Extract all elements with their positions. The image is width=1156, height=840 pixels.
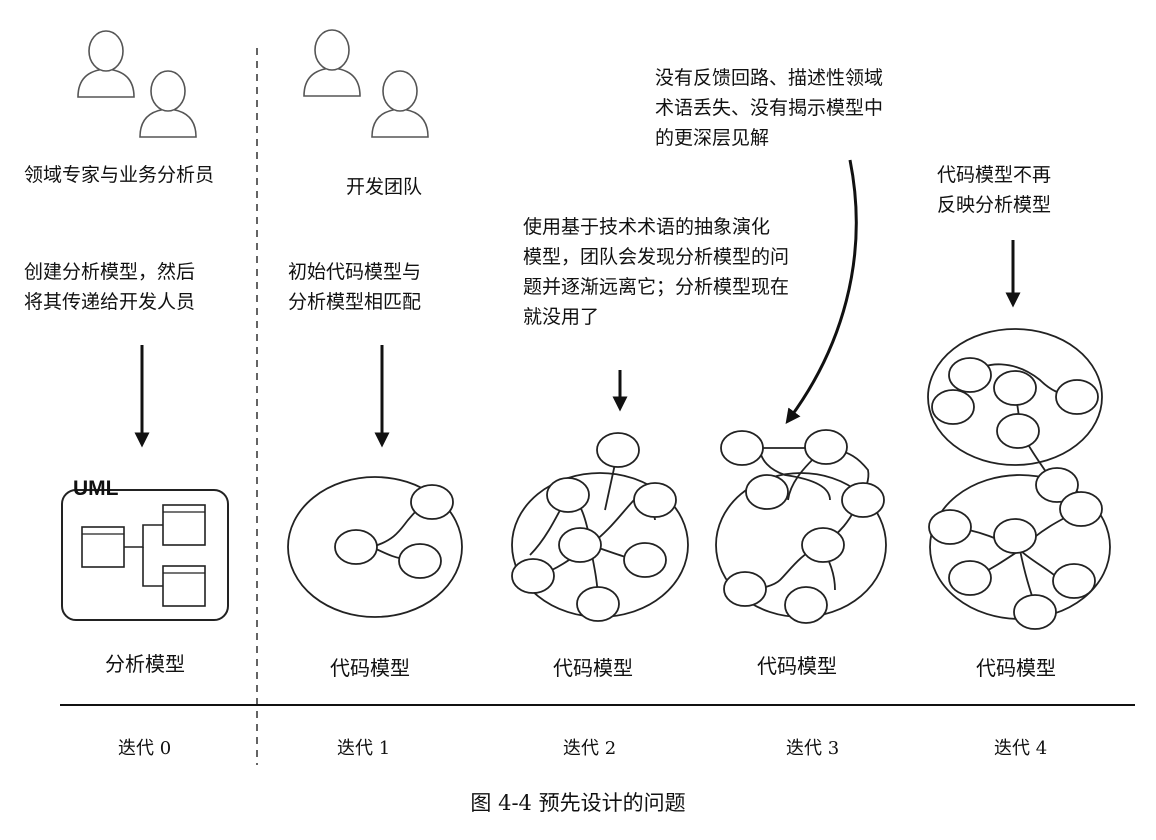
iteration-description: 创建分析模型，然后 将其传递给开发人员 — [24, 261, 196, 313]
curved-arrow — [785, 159, 858, 425]
uml-label: UML — [73, 477, 119, 500]
iteration-description: 代码模型不再 反映分析模型 — [937, 164, 1052, 216]
code-model — [287, 476, 463, 618]
model-caption: 分析模型 — [105, 652, 185, 676]
iteration-label: 迭代 2 — [563, 738, 617, 759]
model-caption: 代码模型 — [553, 656, 633, 680]
iteration-label: 迭代 4 — [994, 738, 1048, 759]
figure-caption: 图 4-4 预先设计的问题 — [470, 791, 686, 815]
model-caption: 代码模型 — [330, 656, 410, 680]
iteration-label: 迭代 3 — [786, 738, 840, 759]
model-caption: 代码模型 — [757, 654, 837, 678]
iteration-label: 迭代 1 — [337, 738, 391, 759]
role-label: 开发团队 — [346, 176, 423, 198]
code-model — [927, 328, 1111, 630]
code-model — [511, 432, 689, 622]
model-caption: 代码模型 — [976, 656, 1056, 680]
iteration-label: 迭代 0 — [118, 738, 172, 759]
role-label: 领域专家与业务分析员 — [24, 164, 215, 186]
uml-diagram — [61, 489, 229, 621]
iteration-description: 没有反馈回路、描述性领域 术语丢失、没有揭示模型中 的更深层见解 — [655, 67, 884, 149]
iteration-description: 使用基于技术术语的抽象演化 模型，团队会发现分析模型的问 题并逐渐远离它；分析模… — [523, 216, 790, 328]
people-icon — [77, 30, 197, 138]
code-model — [715, 429, 887, 624]
people-icon — [303, 29, 429, 138]
iteration-description: 初始代码模型与 分析模型相匹配 — [288, 261, 422, 313]
